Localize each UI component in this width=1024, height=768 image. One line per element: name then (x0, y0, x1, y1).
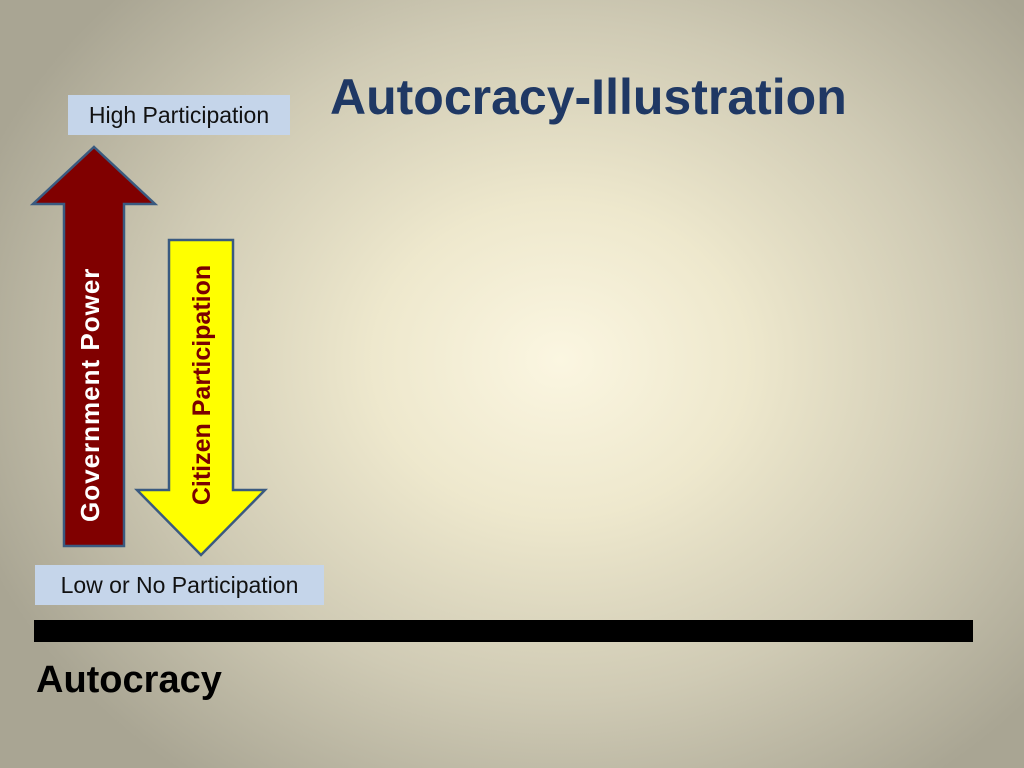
scale-bar (34, 620, 973, 642)
citizen-participation-label: Citizen Participation (188, 264, 216, 506)
slide-title: Autocracy-Illustration (330, 69, 847, 125)
government-power-arrow (29, 145, 159, 548)
citizen-participation-arrow (134, 238, 268, 557)
low-participation-label: Low or No Participation (35, 565, 324, 605)
high-participation-label: High Participation (68, 95, 290, 135)
government-type-label: Autocracy (36, 659, 222, 701)
government-power-label: Government Power (75, 267, 105, 522)
